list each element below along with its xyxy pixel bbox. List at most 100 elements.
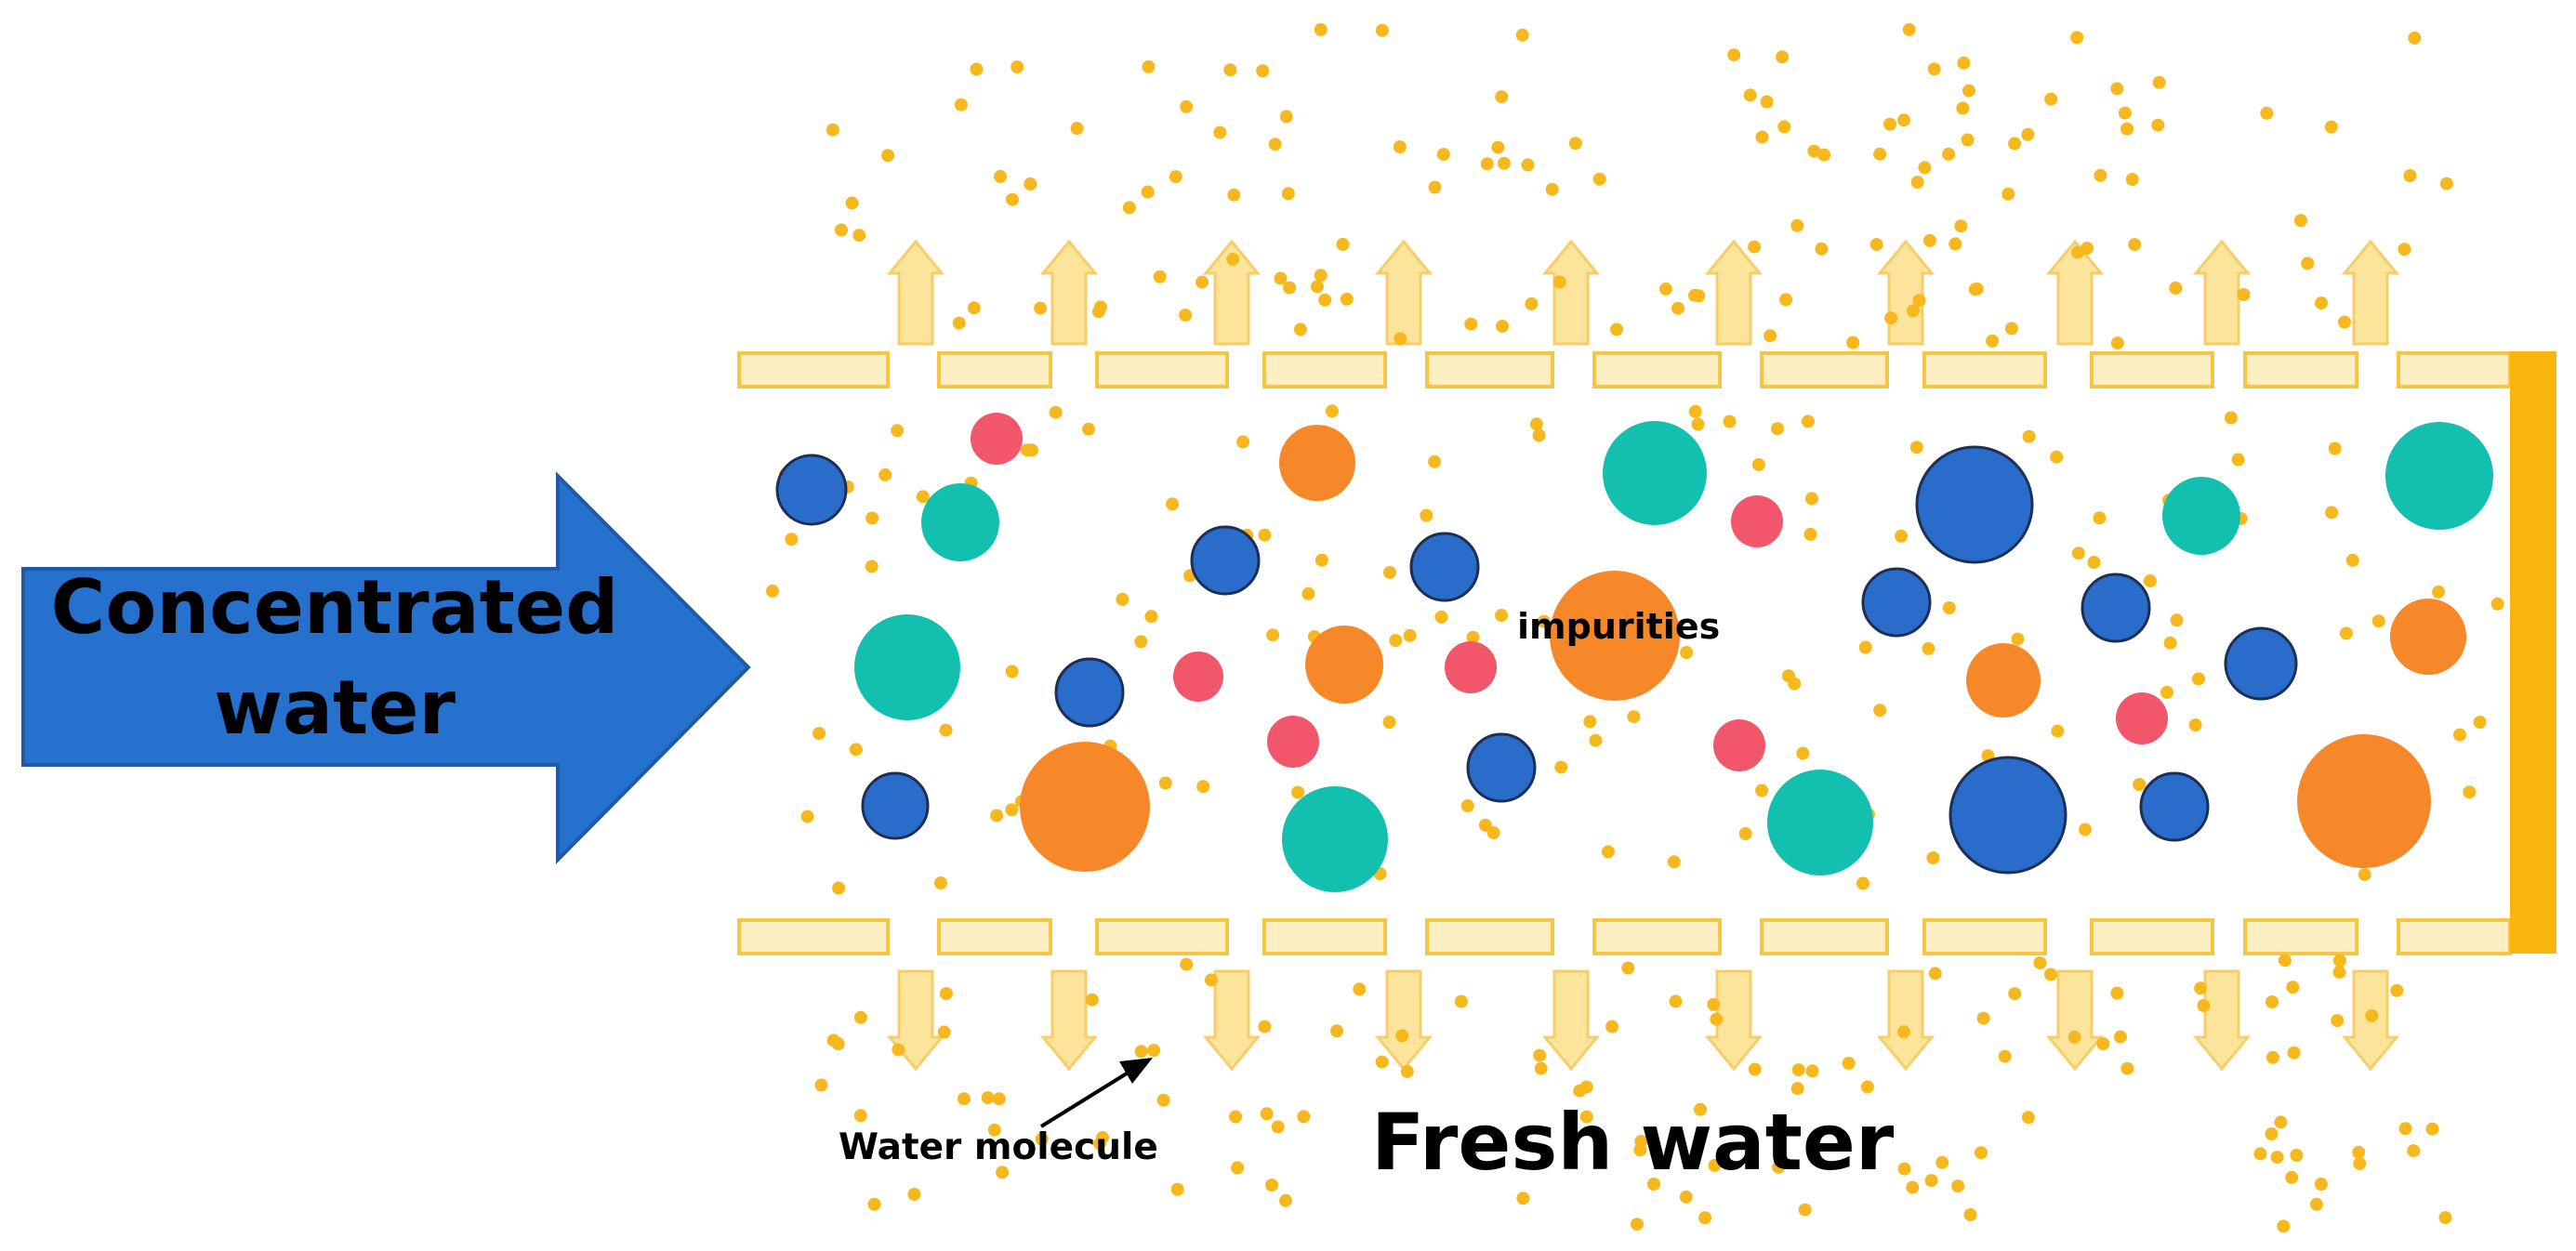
- water-molecule-dot: [990, 809, 1004, 823]
- water-molecule-dot: [2278, 954, 2292, 968]
- impurity-teal: [2385, 422, 2493, 530]
- downward-arrow: [1876, 969, 1935, 1072]
- water-molecule-dot: [1134, 635, 1148, 649]
- water-molecule-dot: [1927, 62, 1941, 76]
- water-molecule-dot: [1497, 156, 1511, 170]
- water-molecule-dot: [2260, 106, 2274, 120]
- water-molecule-dot: [1667, 855, 1681, 869]
- membrane-segment-bottom: [2397, 918, 2512, 955]
- impurity-red: [1731, 495, 1783, 547]
- water-molecule-dot: [1748, 240, 1762, 254]
- water-molecule-dot: [1310, 280, 1324, 294]
- water-molecule-dot: [1846, 336, 1860, 349]
- water-molecule-dot: [2087, 556, 2101, 569]
- water-molecule-dot: [2398, 1122, 2412, 1136]
- water-molecule-dot: [2170, 613, 2184, 627]
- water-molecule-dot: [1420, 508, 1433, 522]
- impurities-label: impurities: [1517, 606, 1721, 647]
- water-molecule-dot: [1495, 90, 1509, 104]
- water-molecule-dot: [1389, 634, 1403, 648]
- impurity-blue: [1409, 532, 1480, 602]
- water-molecule-dot: [1708, 1158, 1722, 1172]
- membrane-segment-top: [937, 351, 1052, 388]
- water-molecule-dot: [1466, 630, 1480, 644]
- water-molecule-dot: [2266, 1050, 2279, 1064]
- water-molecule-dot: [1957, 56, 1971, 70]
- water-molecule-dot: [2328, 441, 2342, 455]
- water-molecule-dot: [1204, 973, 1218, 987]
- water-molecule-dot: [1256, 64, 1270, 78]
- water-molecule-dot: [2194, 981, 2208, 995]
- water-molecule-dot: [1671, 301, 1684, 315]
- water-molecule-dot: [2110, 986, 2124, 1000]
- impurity-red: [1713, 719, 1765, 771]
- water-molecule-dot: [1647, 1178, 1660, 1191]
- water-molecule-dot: [916, 490, 930, 504]
- water-molecule-dot: [2473, 716, 2487, 729]
- downward-arrow: [1541, 969, 1601, 1072]
- water-molecule-dot: [1805, 1064, 1819, 1078]
- water-molecule-dot: [2274, 1115, 2288, 1129]
- water-molecule-dot: [2332, 965, 2346, 979]
- membrane-segment-top: [2397, 351, 2512, 388]
- water-molecule-dot: [826, 123, 839, 137]
- water-molecule-dot: [1573, 1084, 1587, 1098]
- water-molecule-dot: [2309, 1197, 2323, 1211]
- water-molecule-dot: [2067, 1030, 2081, 1044]
- water-molecule-dot: [2110, 336, 2124, 350]
- downward-flow-arrows: [886, 969, 2400, 1072]
- water-molecule-dot: [1924, 1174, 1938, 1188]
- water-molecule-dot: [2325, 506, 2339, 520]
- impurity-teal: [1767, 770, 1873, 876]
- membrane-segment-bottom: [1425, 918, 1554, 955]
- water-molecule-dot: [1169, 170, 1182, 184]
- water-molecule-dot: [1196, 275, 1209, 289]
- water-molecule-dot: [1336, 237, 1350, 251]
- impurity-teal: [2162, 477, 2240, 555]
- water-molecule-dot: [1293, 323, 1307, 336]
- downward-arrow: [1374, 969, 1433, 1072]
- water-molecule-dot: [831, 1037, 845, 1050]
- membrane-segment-top: [737, 351, 890, 388]
- water-molecule-dot: [2345, 553, 2359, 567]
- water-molecule-dot: [1805, 492, 1818, 506]
- water-molecule-dot: [1464, 317, 1478, 331]
- impurity-orange: [1305, 626, 1383, 704]
- water-molecule-dot: [1403, 628, 1417, 642]
- water-molecule-dot: [800, 810, 814, 823]
- water-molecule-dot: [1658, 282, 1672, 296]
- water-molecule-dot: [1748, 1062, 1762, 1076]
- water-molecule-dot: [2120, 122, 2133, 136]
- water-molecule-dot: [1928, 967, 1942, 981]
- water-molecule-dot: [981, 1091, 995, 1105]
- water-molecule-dot: [2270, 1151, 2284, 1165]
- water-molecule-dot: [1962, 84, 1975, 98]
- water-molecule-dot: [878, 467, 892, 481]
- water-molecule-dot: [1755, 784, 1769, 797]
- impurity-blue: [1466, 732, 1537, 803]
- water-molecule-dot: [1279, 110, 1293, 124]
- water-molecule-dot: [1951, 1179, 1965, 1193]
- water-molecule-dot: [1554, 760, 1568, 774]
- impurity-orange: [1550, 571, 1680, 701]
- water-molecule-dot: [1537, 614, 1551, 628]
- water-molecule-dot: [1912, 294, 1926, 308]
- water-molecule-dot: [1314, 269, 1328, 283]
- water-molecule-dot: [2079, 823, 2092, 836]
- membranes: [737, 351, 2556, 955]
- water-molecule-dot: [1375, 23, 1389, 37]
- water-molecule-dot: [2163, 636, 2177, 650]
- water-molecule-dot: [2008, 987, 2022, 1001]
- water-molecule-dot: [2114, 1030, 2127, 1044]
- water-molecule-dot: [2093, 511, 2107, 525]
- water-molecule-dot: [2118, 106, 2132, 120]
- water-molecule-dot: [2285, 1170, 2299, 1184]
- impurity-teal: [854, 614, 960, 720]
- water-molecule-dot: [1301, 586, 1315, 600]
- water-molecule-dot: [1180, 957, 1194, 971]
- water-molecule-dot: [970, 62, 984, 76]
- water-molecule-dot: [2022, 429, 2036, 443]
- water-molecule-dot: [2398, 243, 2411, 257]
- water-molecule-dot: [1291, 785, 1305, 799]
- water-molecule-dot: [891, 424, 905, 438]
